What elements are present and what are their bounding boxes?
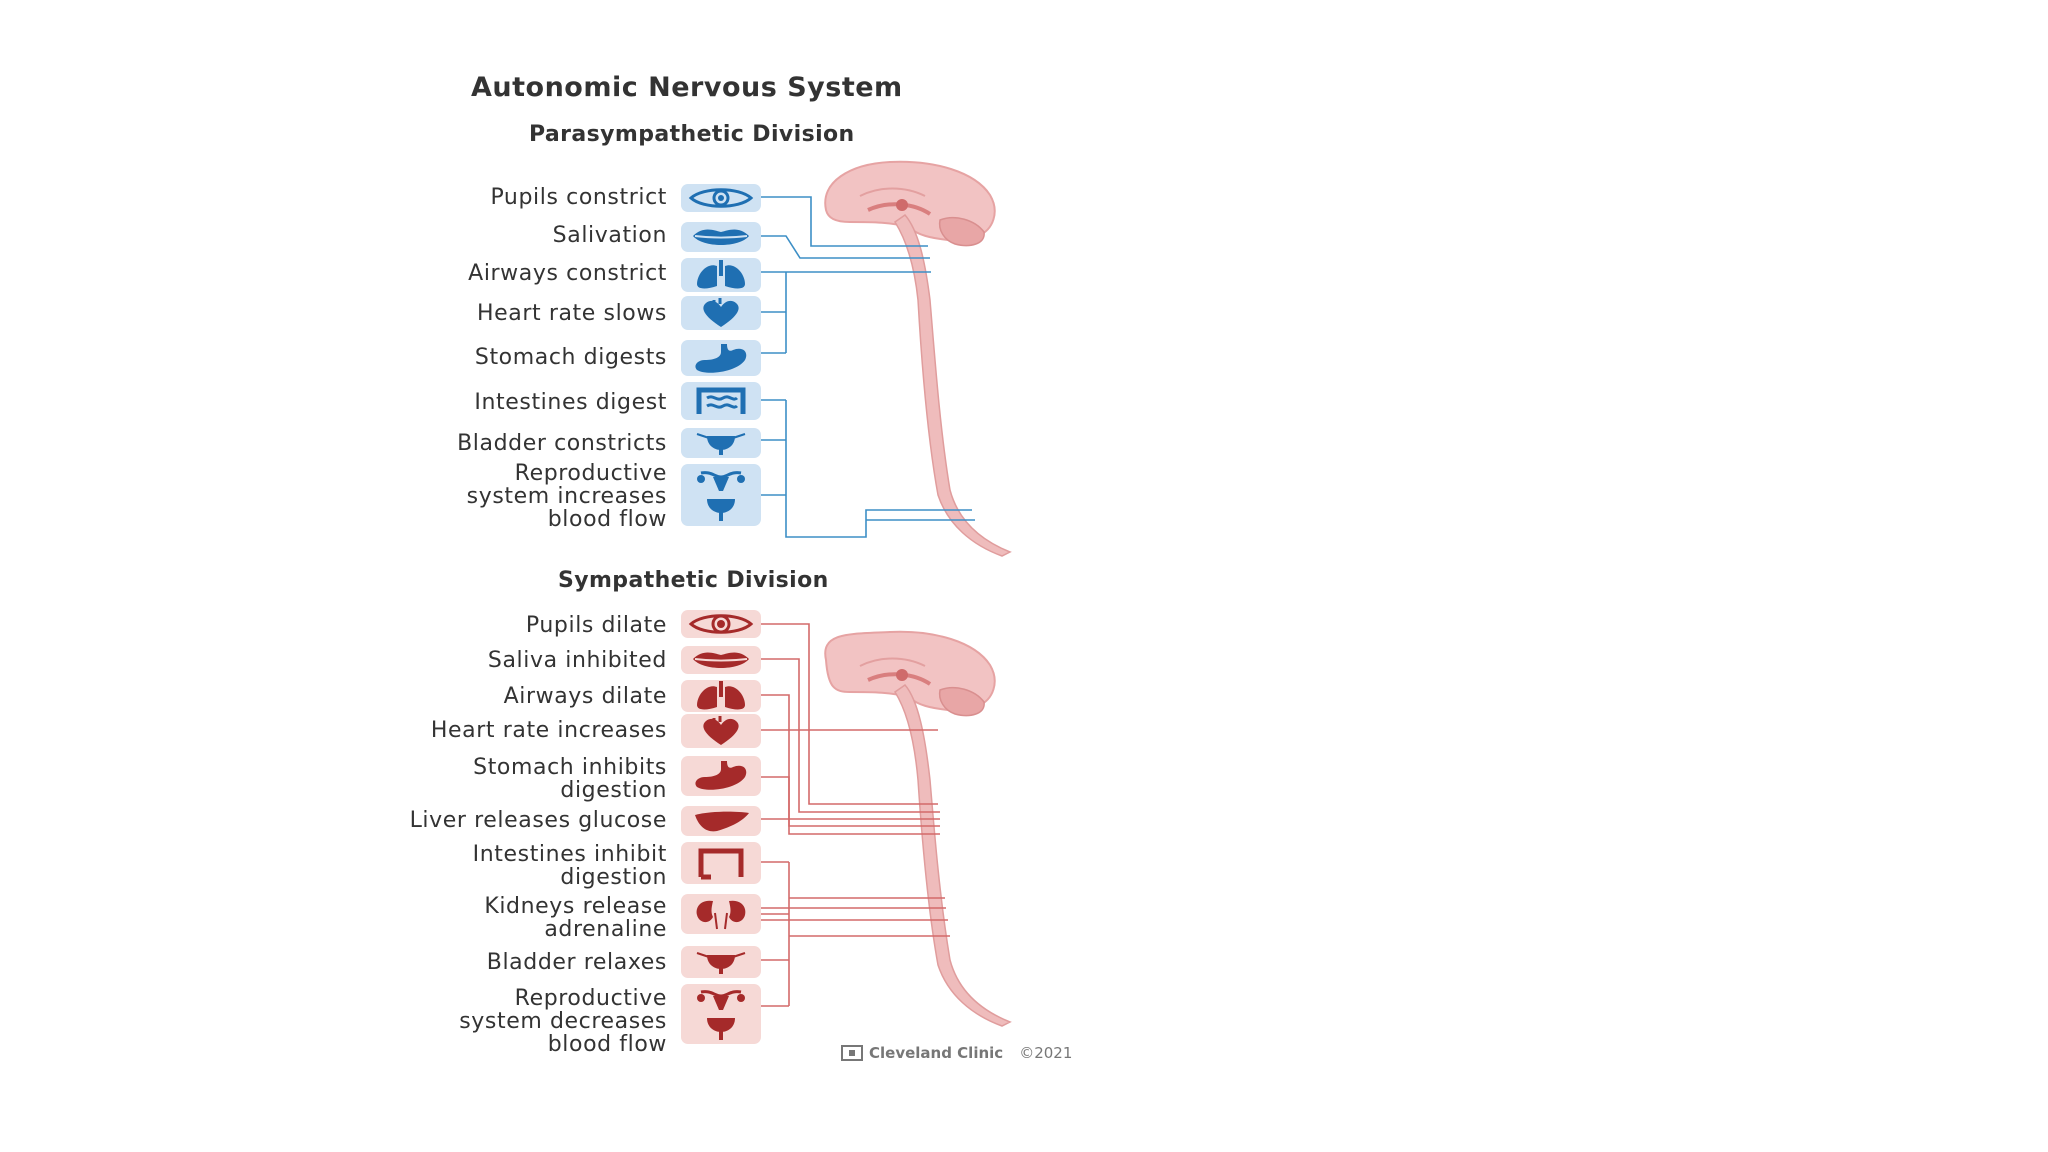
symp-label-liver: Liver releases glucose [409, 808, 667, 833]
stomach-icon [695, 761, 747, 790]
brain-upper [824, 160, 996, 247]
kidneys-icon [696, 900, 746, 930]
footer-copyright: ©2021 [1019, 1044, 1073, 1062]
lips-icon [693, 652, 749, 668]
para-label-reproductive: Reproductive system increases blood flow [466, 461, 667, 532]
para-label-bladder: Bladder constricts [457, 431, 667, 456]
symp-label-saliva: Saliva inhibited [487, 648, 667, 673]
para-lungs-icon-box [681, 258, 761, 292]
reproductive-icon [697, 990, 745, 1040]
symp-label-kidneys: Kidneys release adrenaline [484, 894, 667, 942]
cleveland-clinic-logo-icon [841, 1045, 863, 1061]
para-label-heart: Heart rate slows [477, 301, 667, 326]
para-heart-icon-box [681, 296, 761, 330]
symp-label-stomach: Stomach inhibits digestion [473, 755, 667, 803]
symp-heart-icon-box [681, 714, 761, 748]
para-label-pupils: Pupils constrict [490, 185, 667, 210]
bladder-icon [696, 952, 746, 974]
symp-label-heart: Heart rate increases [430, 718, 667, 743]
eye-icon [688, 188, 754, 208]
reproductive-icon [697, 471, 745, 521]
symp-eye-icon-box [681, 610, 761, 638]
intestines-icon [698, 848, 744, 880]
symp-label-airways: Airways dilate [503, 684, 667, 709]
heart-icon [703, 716, 739, 745]
footer-brand: Cleveland Clinic [869, 1044, 1004, 1062]
symp-kidneys-icon-box [681, 894, 761, 934]
symp-label-intestines: Intestines inhibit digestion [472, 842, 667, 890]
para-intestines-icon-box [681, 382, 761, 420]
para-lips-icon-box [681, 222, 761, 252]
lungs-icon [697, 260, 745, 289]
intestines-icon [696, 387, 746, 414]
para-bladder-icon-box [681, 428, 761, 458]
parasympathetic-connectors [761, 196, 975, 538]
symp-label-bladder: Bladder relaxes [486, 950, 667, 975]
eye-icon [688, 614, 754, 634]
symp-label-reproductive: Reproductive system decreases blood flow [459, 986, 667, 1057]
para-reproductive-icon-box [681, 464, 761, 526]
symp-liver-icon-box [681, 806, 761, 836]
symp-label-pupils: Pupils dilate [525, 613, 667, 638]
symp-intestines-icon-box [681, 842, 761, 884]
sympathetic-connectors [761, 623, 950, 1007]
para-label-airways: Airways constrict [468, 261, 667, 286]
parasympathetic-heading: Parasympathetic Division [529, 122, 855, 147]
symp-reproductive-icon-box [681, 984, 761, 1044]
liver-icon [695, 811, 749, 832]
bladder-icon [696, 433, 746, 455]
para-eye-icon-box [681, 184, 761, 212]
para-label-stomach: Stomach digests [474, 345, 667, 370]
lips-icon [693, 229, 749, 245]
credit-footer: Cleveland Clinic ©2021 [841, 1044, 1072, 1062]
lungs-icon [697, 681, 745, 710]
spinal-cord-upper [893, 213, 1012, 557]
sympathetic-heading: Sympathetic Division [558, 568, 829, 593]
symp-bladder-icon-box [681, 946, 761, 978]
stomach-icon [695, 344, 747, 373]
heart-icon [703, 298, 739, 327]
para-label-salivation: Salivation [552, 223, 667, 248]
diagram-title: Autonomic Nervous System [471, 72, 903, 103]
brain-lower [824, 630, 996, 717]
symp-lungs-icon-box [681, 680, 761, 712]
para-stomach-icon-box [681, 340, 761, 376]
spinal-cord-lower [893, 683, 1012, 1027]
symp-lips-icon-box [681, 646, 761, 674]
para-label-intestines: Intestines digest [474, 390, 667, 415]
symp-stomach-icon-box [681, 756, 761, 796]
